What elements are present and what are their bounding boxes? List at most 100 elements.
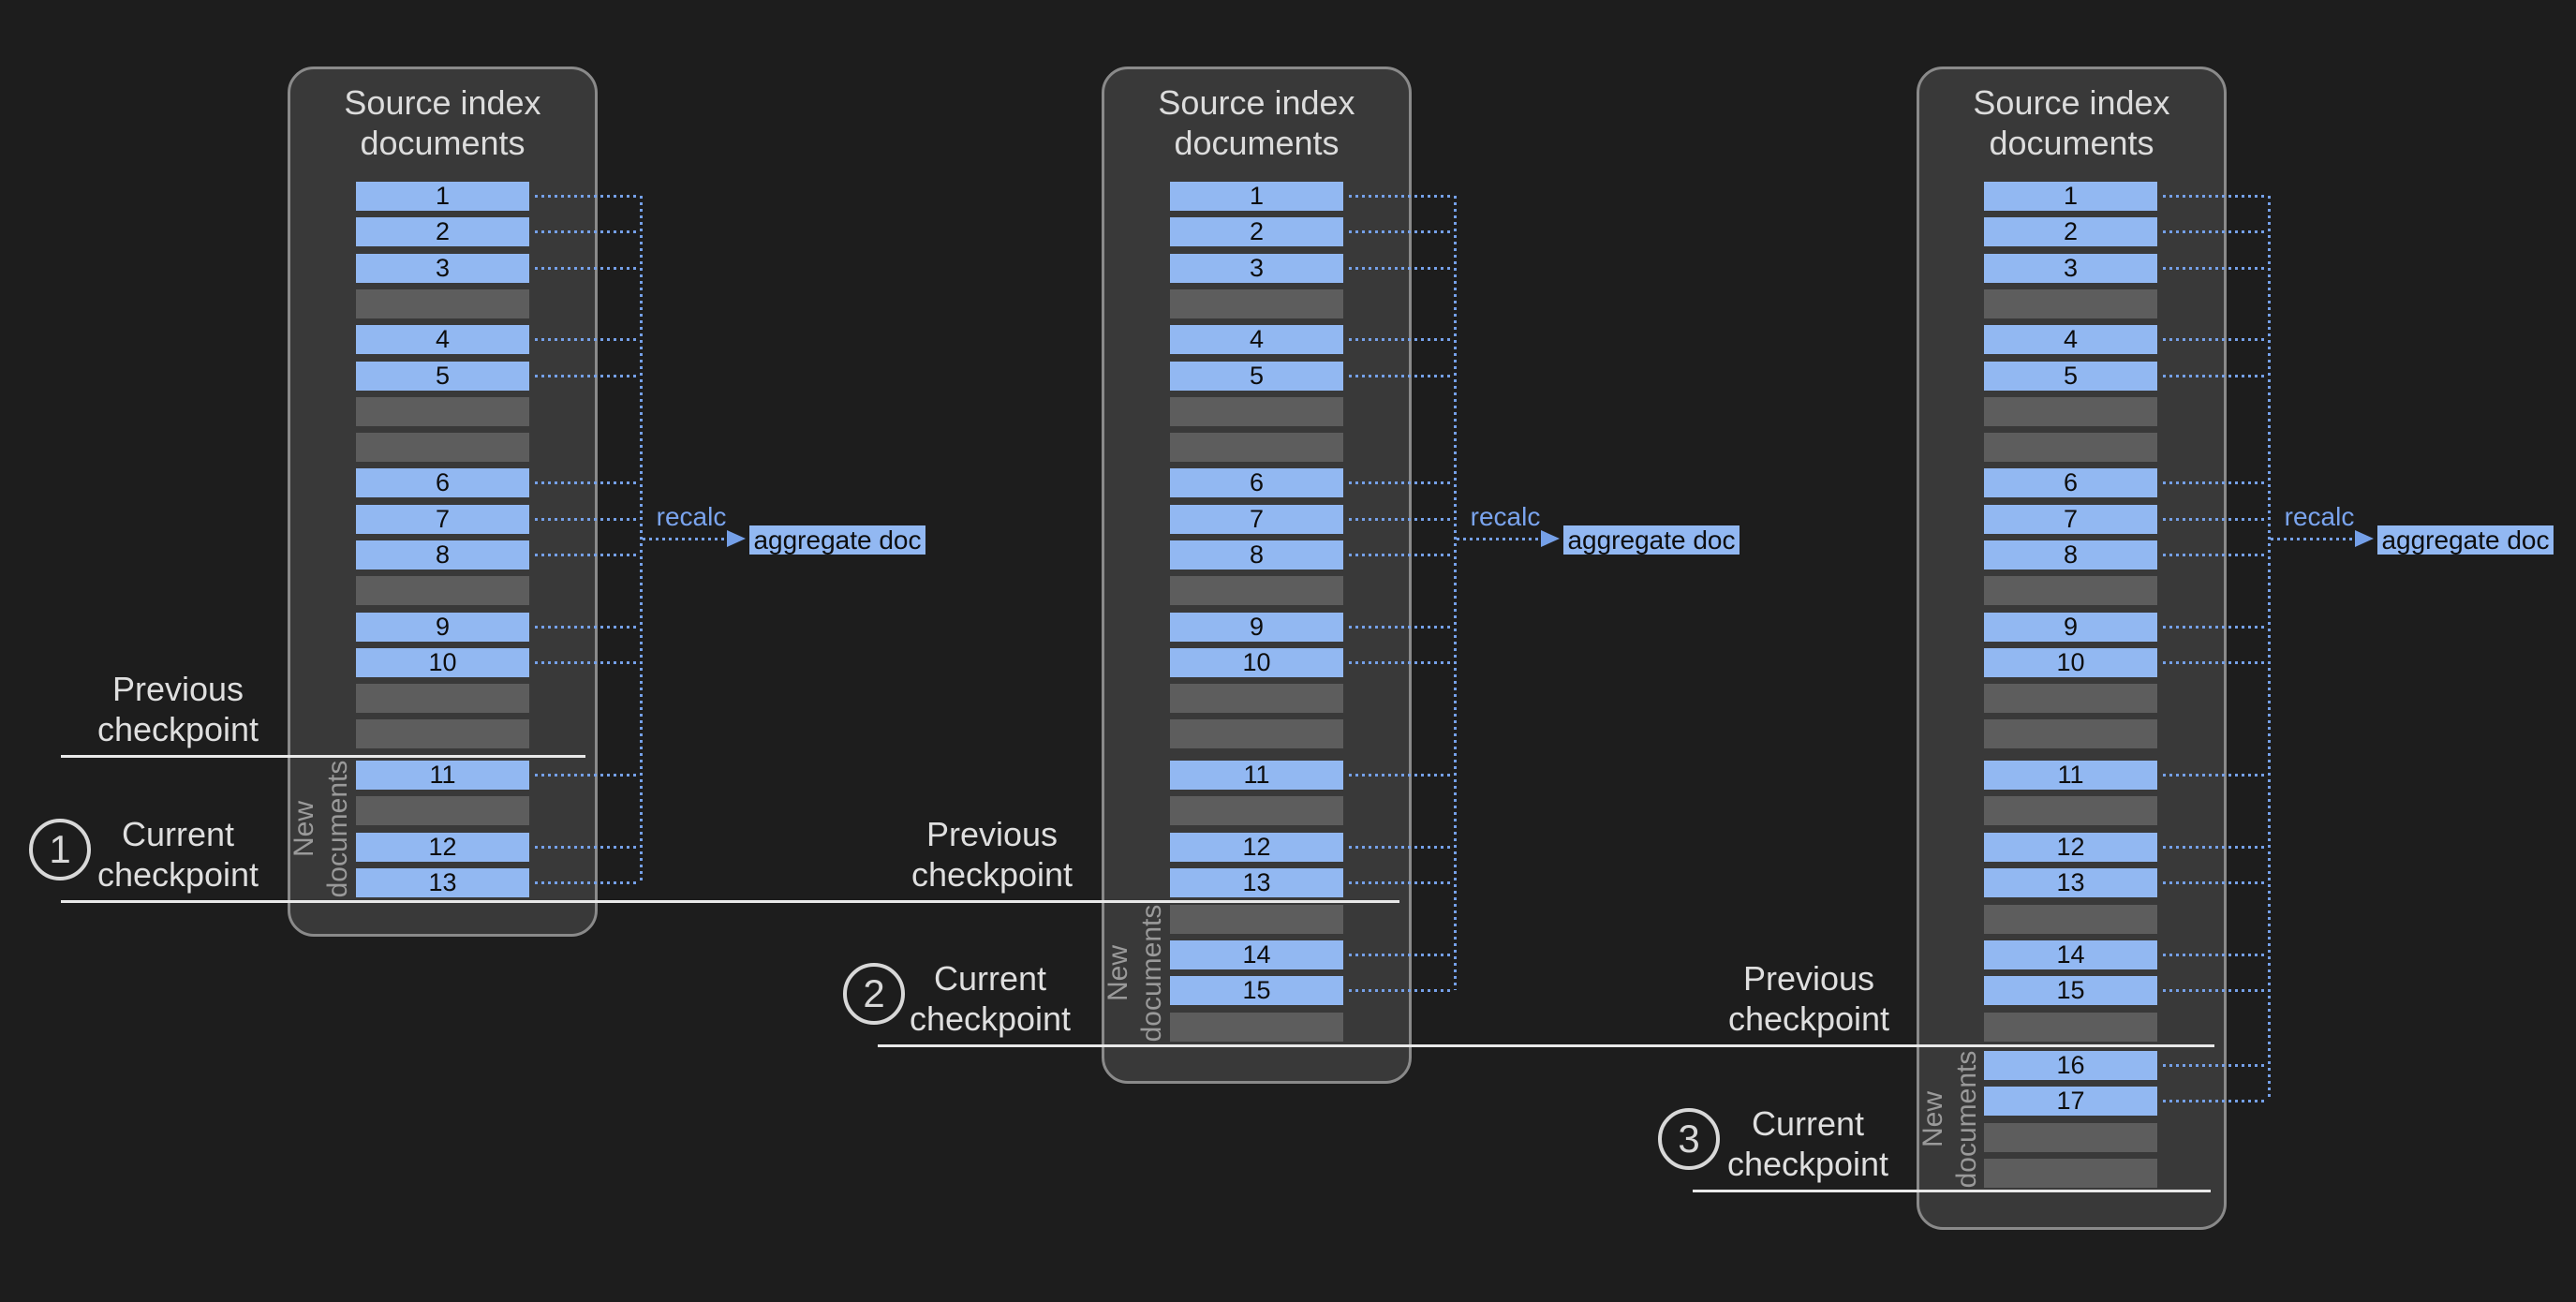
empty-bar — [356, 684, 529, 713]
previous-checkpoint-label: Previous checkpoint — [1727, 959, 1890, 1038]
empty-bar — [1170, 1013, 1343, 1042]
checkpoint-number-badge: 3 — [1658, 1108, 1720, 1170]
empty-bar — [1170, 796, 1343, 825]
doc-connector-line — [2163, 846, 2268, 849]
doc-bar: 3 — [1984, 254, 2157, 283]
doc-connector-line — [2163, 375, 2268, 377]
collector-line — [640, 196, 643, 882]
empty-bar — [356, 397, 529, 426]
empty-bar — [1984, 1159, 2157, 1188]
doc-bar: 7 — [1984, 505, 2157, 534]
empty-bar — [356, 576, 529, 605]
doc-bar: 7 — [1170, 505, 1343, 534]
aggregate-doc-box: aggregate doc — [2377, 525, 2554, 555]
doc-bar: 4 — [1170, 325, 1343, 354]
doc-connector-line — [2163, 881, 2268, 884]
doc-connector-line — [535, 195, 640, 198]
doc-connector-line — [1349, 375, 1454, 377]
doc-bar: 10 — [356, 648, 529, 677]
empty-bar — [1984, 796, 2157, 825]
doc-connector-line — [1349, 267, 1454, 270]
doc-bar: 16 — [1984, 1051, 2157, 1080]
doc-connector-line — [535, 267, 640, 270]
doc-bar: 14 — [1170, 940, 1343, 969]
empty-bar — [1984, 1123, 2157, 1152]
doc-bar: 9 — [1170, 613, 1343, 642]
doc-connector-line — [535, 481, 640, 484]
previous-checkpoint-label: Previous checkpoint — [910, 815, 1073, 894]
empty-bar — [356, 289, 529, 318]
doc-connector-line — [2163, 774, 2268, 777]
recalc-label: recalc — [1470, 502, 1541, 531]
empty-bar — [1984, 1013, 2157, 1042]
doc-connector-line — [2163, 989, 2268, 992]
doc-connector-line — [535, 661, 640, 664]
doc-bar: 17 — [1984, 1087, 2157, 1116]
recalc-arrow — [2271, 538, 2355, 540]
collector-line — [1454, 196, 1457, 990]
doc-bar: 2 — [1170, 217, 1343, 246]
empty-bar — [1984, 719, 2157, 748]
aggregate-doc-box: aggregate doc — [1563, 525, 1740, 555]
doc-connector-line — [2163, 338, 2268, 341]
empty-bar — [1170, 433, 1343, 462]
collector-line — [2268, 196, 2271, 1101]
checkpoint-line — [61, 900, 1399, 903]
doc-connector-line — [1349, 774, 1454, 777]
empty-bar — [1170, 684, 1343, 713]
doc-bar: 9 — [1984, 613, 2157, 642]
empty-bar — [1984, 289, 2157, 318]
empty-bar — [1984, 905, 2157, 934]
recalc-arrow — [1457, 538, 1541, 540]
checkpoint-line — [878, 1044, 2214, 1047]
doc-connector-line — [1349, 195, 1454, 198]
recalc-arrowhead-icon — [2355, 530, 2374, 547]
doc-bar: 12 — [1984, 833, 2157, 862]
doc-bar: 6 — [1170, 468, 1343, 497]
doc-bar: 10 — [1984, 648, 2157, 677]
doc-connector-line — [1349, 481, 1454, 484]
empty-bar — [1984, 684, 2157, 713]
current-checkpoint-label: Current checkpoint — [909, 959, 1072, 1038]
doc-connector-line — [1349, 989, 1454, 992]
doc-bar: 9 — [356, 613, 529, 642]
doc-bar: 5 — [1170, 362, 1343, 391]
doc-bar: 4 — [356, 325, 529, 354]
panel-title: Source index documents — [1973, 83, 2170, 162]
previous-checkpoint-label: Previous checkpoint — [96, 670, 259, 748]
doc-connector-line — [1349, 954, 1454, 956]
doc-connector-line — [535, 375, 640, 377]
recalc-arrow — [643, 538, 727, 540]
doc-connector-line — [535, 626, 640, 629]
doc-bar: 11 — [1984, 761, 2157, 790]
doc-connector-line — [535, 518, 640, 521]
doc-bar: 14 — [1984, 940, 2157, 969]
doc-bar: 15 — [1984, 976, 2157, 1005]
doc-connector-line — [2163, 1100, 2268, 1102]
doc-connector-line — [2163, 481, 2268, 484]
doc-bar: 8 — [1170, 540, 1343, 570]
empty-bar — [1984, 397, 2157, 426]
recalc-arrowhead-icon — [727, 530, 746, 547]
doc-bar: 12 — [1170, 833, 1343, 862]
doc-connector-line — [1349, 881, 1454, 884]
panel-title: Source index documents — [344, 83, 541, 162]
checkpoint-line — [1693, 1190, 2211, 1192]
doc-connector-line — [2163, 661, 2268, 664]
doc-connector-line — [2163, 954, 2268, 956]
checkpoint-number-badge: 1 — [29, 819, 91, 880]
empty-bar — [1170, 719, 1343, 748]
doc-connector-line — [535, 881, 640, 884]
empty-bar — [1984, 433, 2157, 462]
doc-bar: 13 — [1984, 868, 2157, 897]
doc-connector-line — [1349, 338, 1454, 341]
aggregate-doc-box: aggregate doc — [749, 525, 925, 555]
empty-bar — [1170, 289, 1343, 318]
checkpoint-number-badge: 2 — [843, 963, 905, 1025]
doc-connector-line — [1349, 846, 1454, 849]
recalc-arrowhead-icon — [1541, 530, 1560, 547]
doc-connector-line — [1349, 230, 1454, 233]
doc-connector-line — [2163, 230, 2268, 233]
doc-connector-line — [2163, 518, 2268, 521]
